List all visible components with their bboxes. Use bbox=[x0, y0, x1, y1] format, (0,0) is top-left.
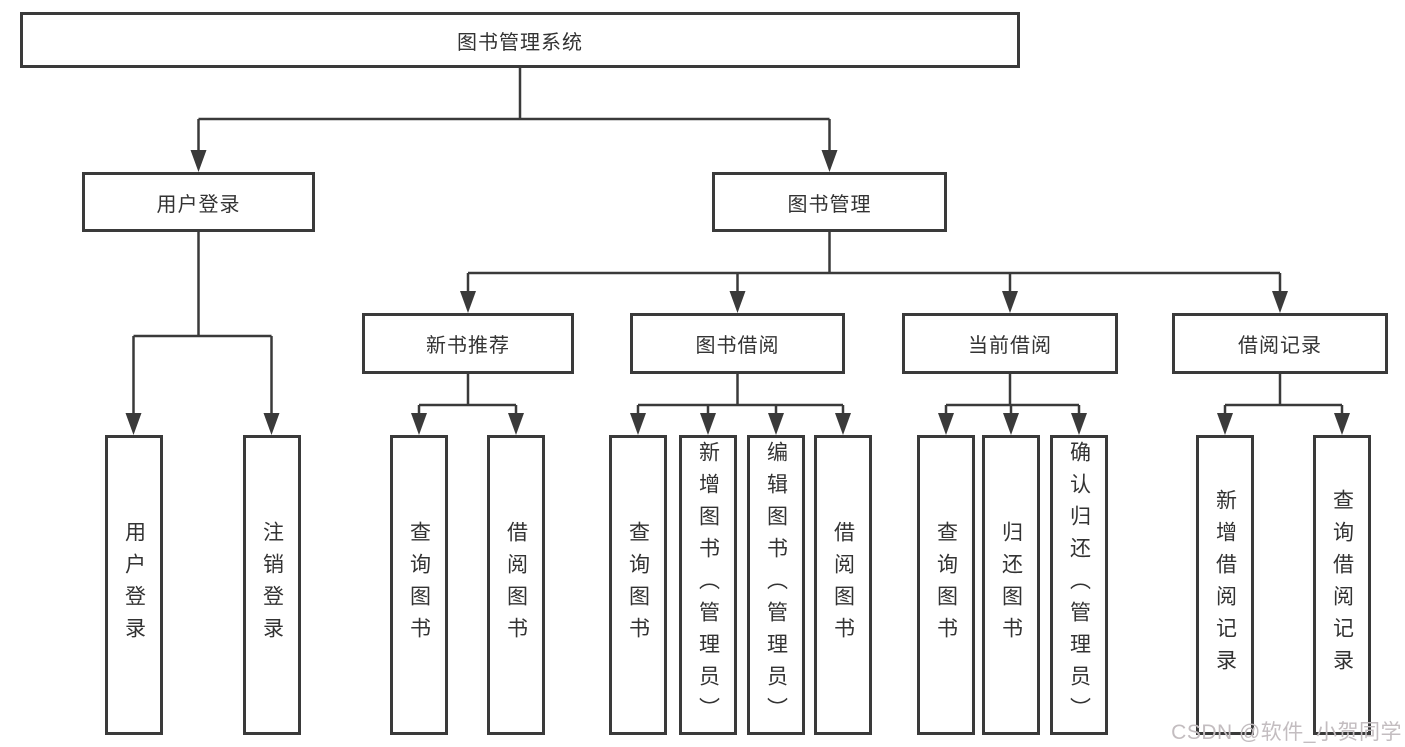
leaf-query-books-1: 查询图书 bbox=[390, 435, 448, 735]
leaf-add-books-admin: 新增图书（管理员） bbox=[679, 435, 737, 735]
node-user-login: 用户登录 bbox=[82, 172, 315, 232]
node-new-book-recommend: 新书推荐 bbox=[362, 313, 574, 374]
leaf-borrow-books-1: 借阅图书 bbox=[487, 435, 545, 735]
node-book-management: 图书管理 bbox=[712, 172, 947, 232]
node-book-borrowing: 图书借阅 bbox=[630, 313, 845, 374]
node-borrowing-records: 借阅记录 bbox=[1172, 313, 1388, 374]
leaf-return-books: 归还图书 bbox=[982, 435, 1040, 735]
leaf-query-books-2: 查询图书 bbox=[609, 435, 667, 735]
leaf-user-login: 用户登录 bbox=[105, 435, 163, 735]
node-library-system: 图书管理系统 bbox=[20, 12, 1020, 68]
leaf-query-books-3: 查询图书 bbox=[917, 435, 975, 735]
leaf-query-borrow-record: 查询借阅记录 bbox=[1313, 435, 1371, 735]
leaf-add-borrow-record: 新增借阅记录 bbox=[1196, 435, 1254, 735]
node-current-borrowing: 当前借阅 bbox=[902, 313, 1118, 374]
leaf-borrow-books-2: 借阅图书 bbox=[814, 435, 872, 735]
leaf-logout: 注销登录 bbox=[243, 435, 301, 735]
csdn-watermark: CSDN @软件_小贺同学 bbox=[1171, 721, 1402, 744]
leaf-edit-books-admin: 编辑图书（管理员） bbox=[747, 435, 805, 735]
leaf-confirm-return-admin: 确认归还（管理员） bbox=[1050, 435, 1108, 735]
